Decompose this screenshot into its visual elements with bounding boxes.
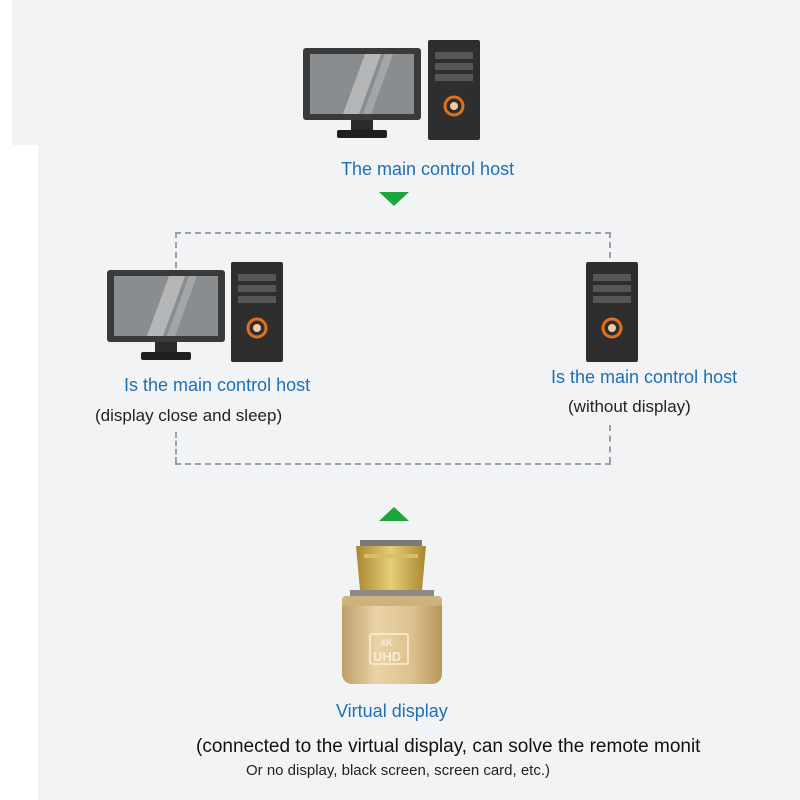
left-pc-tower-icon — [231, 262, 283, 362]
right-host-label: Is the main control host — [551, 367, 738, 387]
right-host-note: (without display) — [568, 397, 691, 416]
connector-left-lower — [175, 432, 177, 463]
connector-top-line — [175, 232, 611, 234]
device-badge-top: 4K — [380, 638, 394, 649]
device-badge-label: UHD — [373, 649, 401, 664]
connector-left-upper — [175, 232, 177, 268]
virtual-display-note-box: (connected to the virtual display, can s… — [196, 736, 800, 758]
left-host-label: Is the main control host — [124, 375, 311, 395]
connector-right-lower — [609, 425, 611, 463]
virtual-display-label: Virtual display — [336, 701, 448, 721]
background-panel-main — [38, 145, 800, 800]
left-host-note: (display close and sleep) — [95, 406, 283, 425]
arrow-up-icon — [379, 507, 409, 521]
top-pc-tower-icon — [428, 40, 480, 140]
virtual-display-note-second-line: Or no display, black screen, screen card… — [246, 762, 551, 779]
top-monitor-icon — [303, 48, 421, 138]
right-pc-tower-icon — [586, 262, 638, 362]
connector-right-upper — [609, 232, 611, 258]
arrow-down-icon — [379, 192, 409, 206]
main-host-label: The main control host — [341, 159, 515, 179]
virtual-display-note: (connected to the virtual display, can s… — [196, 736, 701, 757]
left-monitor-icon — [107, 270, 225, 360]
connector-bottom-line — [175, 463, 611, 465]
hdmi-dummy-plug-icon: 4K UHD — [342, 540, 442, 684]
